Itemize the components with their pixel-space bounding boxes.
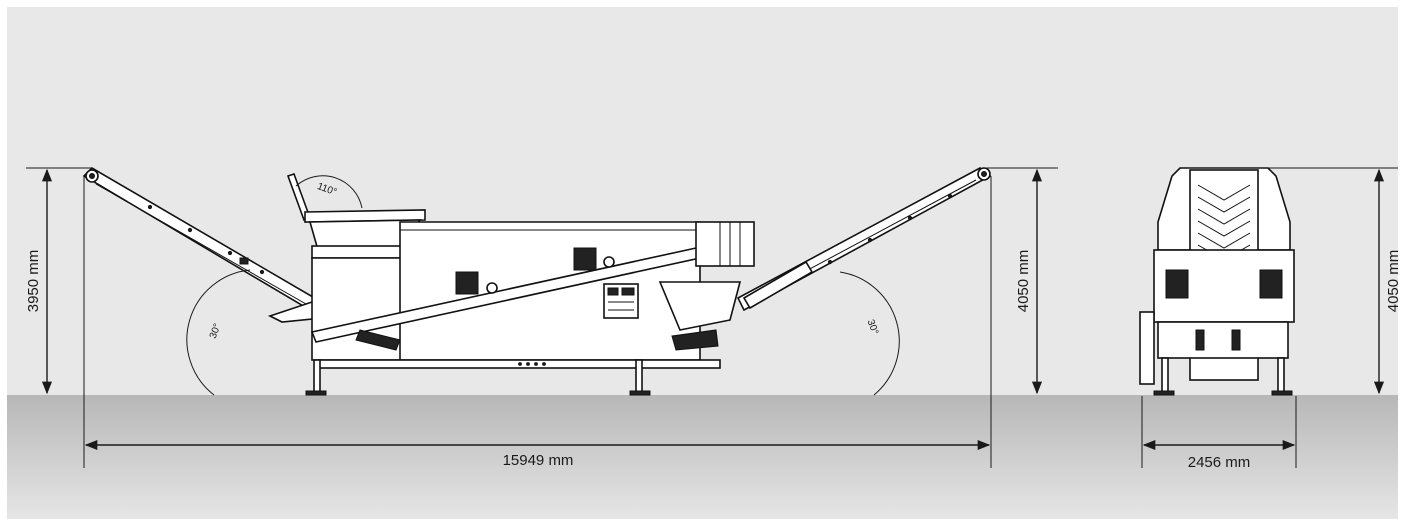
front-height-label: 4050 mm [1385, 250, 1402, 313]
left-height-label: 3950 mm [25, 250, 42, 313]
chassis [305, 359, 721, 396]
left-conveyor [82, 166, 323, 323]
right-angle-arc [839, 271, 900, 396]
motor-2 [573, 247, 597, 271]
dimension-lines [26, 167, 1398, 468]
ground [7, 395, 1398, 519]
right-height-label: 4050 mm [1015, 250, 1032, 313]
right-conveyor [736, 167, 992, 312]
overall-length-label: 15949 mm [503, 452, 574, 469]
right-angle-label: 30° [865, 318, 881, 336]
side-view-machine [82, 166, 992, 396]
front-view-machine [1139, 167, 1295, 396]
screen-box [310, 221, 755, 361]
left-angle-label: 30° [208, 322, 224, 340]
front-width-label: 2456 mm [1188, 454, 1251, 471]
motor-1 [455, 271, 479, 295]
left-angle-arc [186, 269, 251, 396]
